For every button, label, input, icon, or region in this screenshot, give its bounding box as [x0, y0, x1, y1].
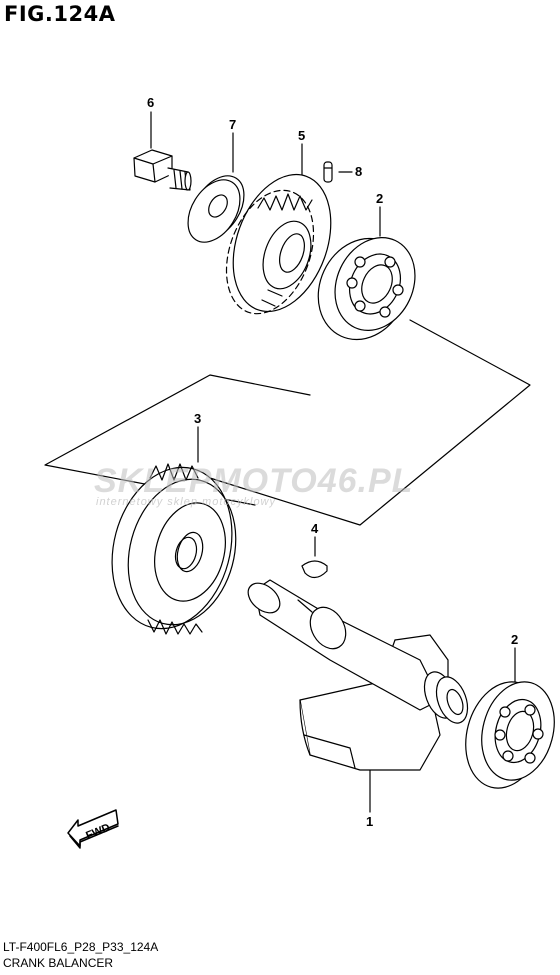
- balancer-shaft-part-1: [247, 579, 469, 771]
- key-part-4: [301, 560, 328, 579]
- washer-part-7: [187, 175, 245, 243]
- bearing-part-2-lower: [465, 681, 555, 789]
- fwd-arrow-icon: [67, 809, 119, 849]
- callout-8: 8: [355, 164, 363, 179]
- leader-lines: [150, 111, 516, 813]
- callout-4: 4: [311, 521, 319, 536]
- pin-part-8: [323, 161, 333, 183]
- gear-part-5: [225, 173, 332, 315]
- callout-2-upper: 2: [376, 191, 384, 206]
- bolt-part-6: [133, 149, 192, 191]
- callout-2-lower: 2: [511, 632, 519, 647]
- figure-title: FIG.124A: [4, 2, 116, 26]
- callout-3: 3: [194, 411, 202, 426]
- callout-1: 1: [366, 814, 374, 829]
- watermark-brand: SKLEPMOTO46.PL: [94, 462, 414, 500]
- figure-name: CRANK BALANCER: [3, 956, 114, 970]
- gear-part-3: [111, 463, 237, 635]
- callout-5: 5: [298, 128, 306, 143]
- callout-7: 7: [229, 117, 237, 132]
- callout-6: 6: [147, 95, 155, 110]
- bearing-part-2-upper: [317, 237, 416, 341]
- watermark-tagline: internetowy sklep motocyklowy: [96, 496, 277, 508]
- figure-code: LT-F400FL6_P28_P33_124A: [3, 940, 159, 954]
